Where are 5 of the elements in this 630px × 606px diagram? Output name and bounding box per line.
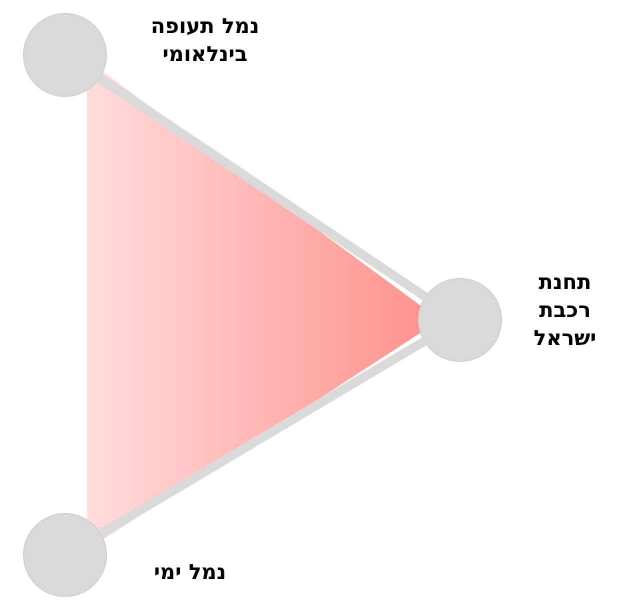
node-label: תחנת רכבת ישראל — [532, 269, 598, 352]
connector-line — [97, 74, 428, 300]
connector-line — [98, 338, 426, 538]
node-label: נמל ימי — [152, 559, 228, 586]
node-label: נמל תעופה בינלאומי — [150, 13, 260, 68]
